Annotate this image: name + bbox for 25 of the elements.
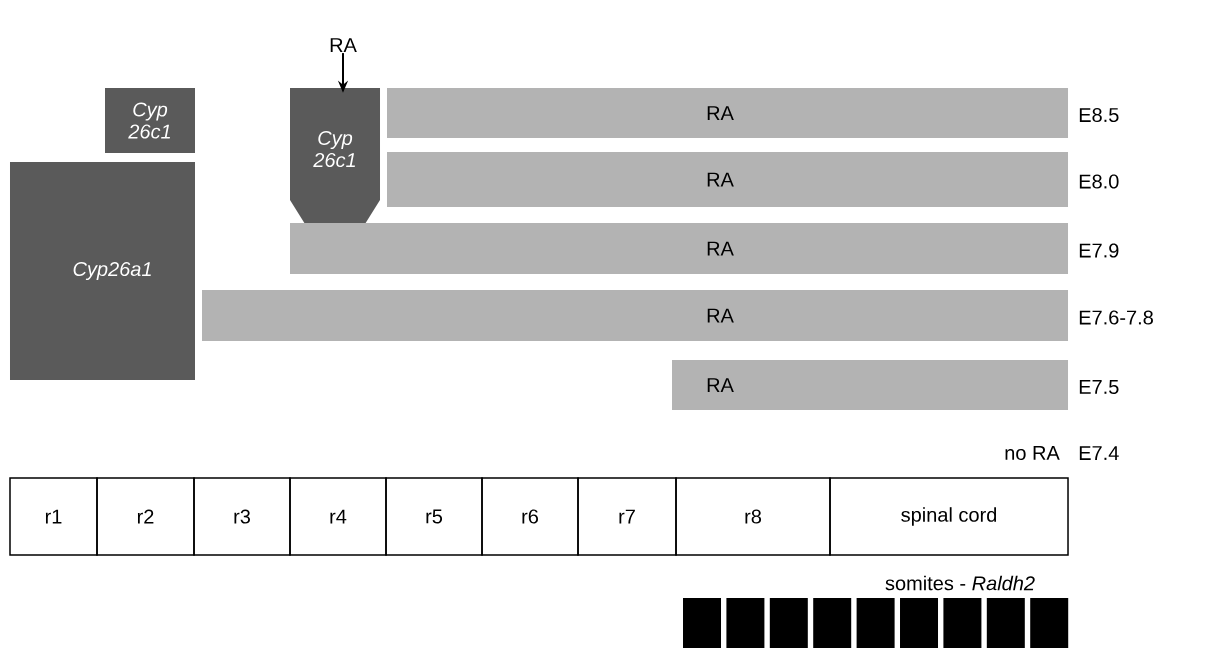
note: no RA [1005, 446, 1060, 460]
stage-label: E7.4 [1079, 446, 1119, 460]
segment-box: r2 [96, 477, 195, 556]
stage-label: E8.0 [1079, 174, 1119, 189]
stage-label: E7.5 [1079, 380, 1119, 394]
ra-bar: RA [202, 290, 1068, 341]
segment-box: r5 [385, 477, 483, 556]
stage-label: E7.6-7.8 [1079, 310, 1153, 325]
segment-box: r6 [481, 477, 579, 556]
ra-bar: RA [672, 360, 1068, 410]
gene-box: Cyp26a1 [10, 162, 195, 380]
node-label: RA [330, 38, 357, 52]
segment-box: spinal cord [829, 477, 1069, 556]
stage-label: E8.5 [1079, 107, 1119, 123]
segment-box: r4 [289, 477, 387, 556]
stage-label: E7.9 [1079, 243, 1119, 258]
gene-box: Cyp 26c1 [105, 88, 195, 153]
segment-box: r1 [9, 477, 98, 556]
segment-box: r3 [193, 477, 291, 556]
note: somites - Raldh2 [885, 575, 1035, 591]
ra-bar: RA [387, 88, 1068, 138]
ra-bar: RA [387, 152, 1068, 207]
ra-bar: RA [290, 223, 1068, 274]
segment-box: r8 [675, 477, 831, 556]
segment-box: r7 [577, 477, 677, 556]
